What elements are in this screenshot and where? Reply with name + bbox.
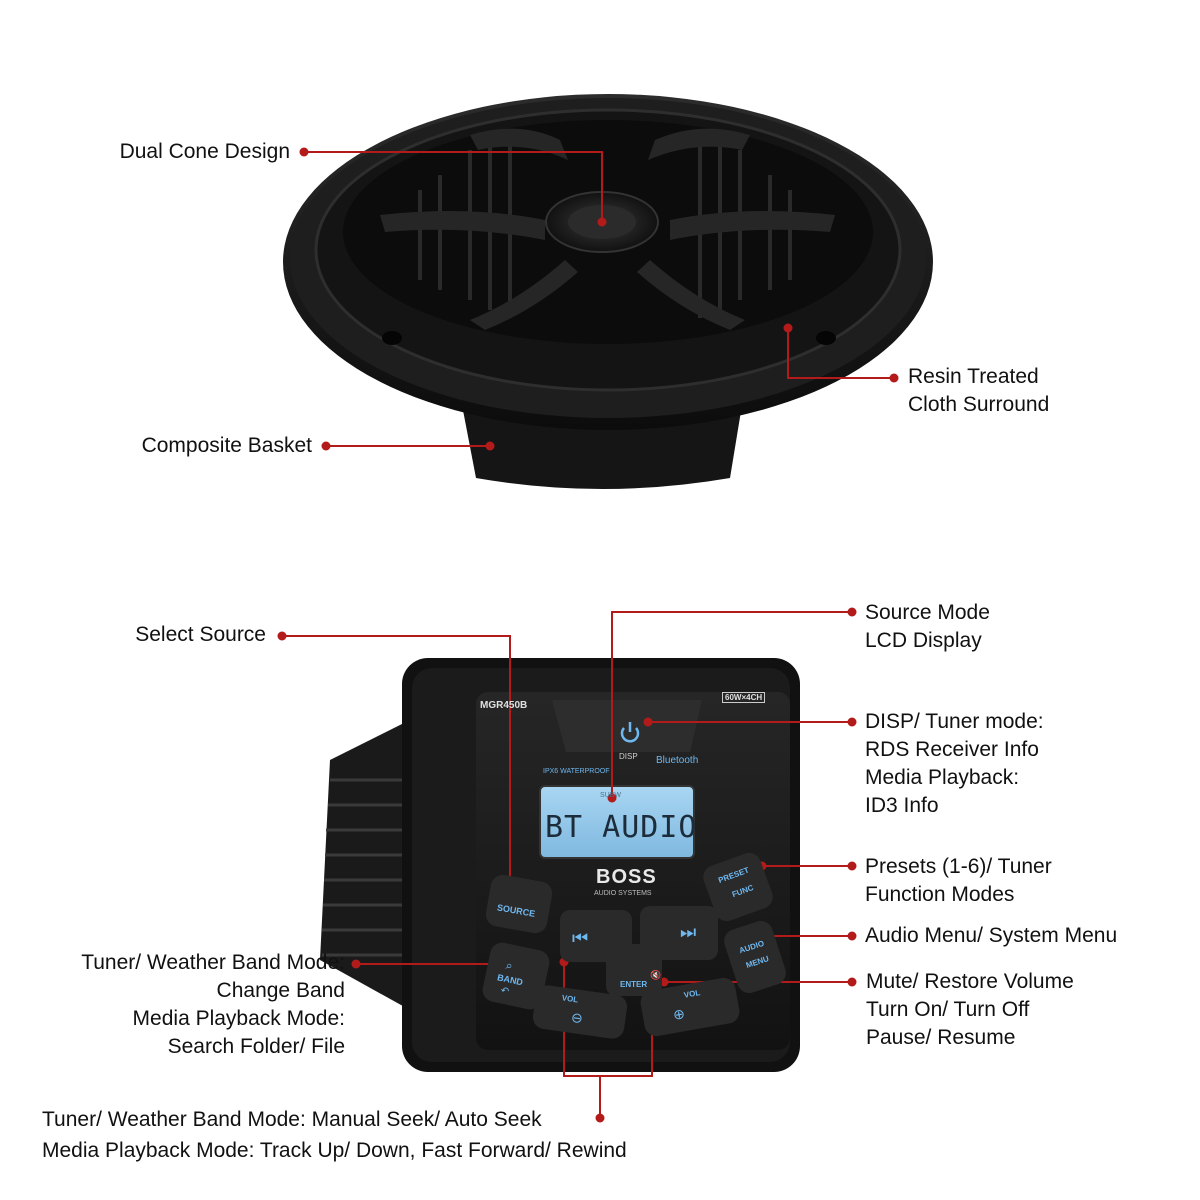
callout-band: Tuner/ Weather Band Mode: Change Band Me… bbox=[81, 951, 345, 1058]
plus-icon: ⊕ bbox=[671, 1005, 687, 1023]
lcd-display bbox=[539, 785, 695, 859]
band-label: BAND bbox=[496, 972, 524, 988]
mounting-hole bbox=[816, 331, 836, 345]
search-icon: ⌕ bbox=[504, 957, 515, 973]
model-label: MGR450B bbox=[480, 700, 528, 711]
waterproof-label: IPX6 WATERPROOF bbox=[543, 768, 610, 775]
bluetooth-label: Bluetooth bbox=[656, 755, 699, 766]
mute-icon: 🔇 bbox=[650, 970, 662, 980]
callout-mute: Mute/ Restore Volume Turn On/ Turn Off P… bbox=[866, 970, 1074, 1049]
disp-label: DISP bbox=[619, 752, 638, 761]
callout-source-mode: Source Mode LCD Display bbox=[865, 601, 990, 652]
next-icon: ⏭ bbox=[680, 922, 697, 942]
callout-dual-cone: Dual Cone Design bbox=[119, 140, 290, 163]
speaker-leader-lines bbox=[304, 151, 894, 447]
menu-label: MENU bbox=[744, 954, 771, 970]
rear-heatsink bbox=[320, 720, 410, 1010]
vol-label: VOL bbox=[561, 993, 579, 1005]
callout-select-source: Select Source bbox=[135, 623, 266, 646]
power-icon bbox=[620, 722, 640, 743]
enter-button[interactable]: ENTER 🔇 bbox=[606, 944, 662, 996]
func-label: FUNC bbox=[730, 883, 755, 900]
marine-speaker bbox=[283, 94, 933, 489]
previous-icon: ⏮ bbox=[572, 928, 589, 948]
callout-disp: DISP/ Tuner mode: RDS Receiver Info Medi… bbox=[865, 710, 1044, 817]
mounting-hole bbox=[382, 331, 402, 345]
back-icon: ↶ bbox=[499, 985, 510, 998]
minus-icon: ⊖ bbox=[570, 1008, 584, 1027]
power-rating-badge: 60W×4CH bbox=[722, 692, 766, 703]
face-plate bbox=[476, 692, 790, 1050]
grille-spokes bbox=[380, 128, 835, 330]
callout-seek: Tuner/ Weather Band Mode: Manual Seek/ A… bbox=[42, 1108, 627, 1162]
lcd-main-text: BT AUDIO bbox=[545, 810, 698, 845]
vol-label: VOL bbox=[683, 988, 701, 1000]
callout-audio-menu: Audio Menu/ System Menu bbox=[865, 924, 1118, 947]
source-button[interactable]: SOURCE bbox=[483, 873, 555, 935]
lcd-small-text: SUBW bbox=[600, 792, 621, 799]
callout-composite-basket: Composite Basket bbox=[141, 434, 312, 457]
source-button-label: SOURCE bbox=[496, 902, 536, 919]
audio-label: AUDIO bbox=[738, 938, 766, 956]
preset-label: PRESET bbox=[717, 865, 751, 885]
callout-resin-surround: Resin Treated Cloth Surround bbox=[908, 365, 1050, 416]
previous-button[interactable]: ⏮ bbox=[560, 910, 632, 962]
speaker-leader-dots bbox=[299, 147, 899, 451]
brand-logo: BOSS bbox=[596, 866, 657, 888]
enter-label: ENTER bbox=[620, 980, 648, 989]
disp-panel bbox=[552, 700, 702, 752]
brand-subtitle: AUDIO SYSTEMS bbox=[594, 890, 652, 897]
callout-presets: Presets (1-6)/ Tuner Function Modes bbox=[865, 855, 1052, 906]
